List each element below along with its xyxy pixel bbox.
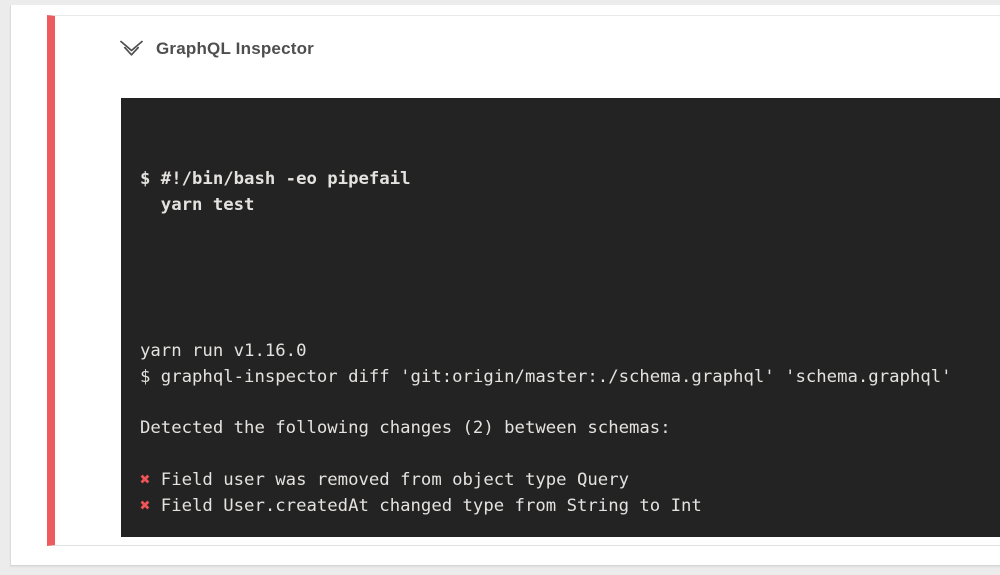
terminal-line: Detected the following changes (2) betwe…	[140, 416, 1000, 442]
terminal-block-spacer	[140, 270, 1000, 287]
terminal-line	[140, 519, 1000, 537]
terminal-line: $ #!/bin/bash -eo pipefail	[140, 167, 1000, 193]
terminal-line: $ graphql-inspector diff 'git:origin/mas…	[140, 365, 1000, 391]
terminal-segment-plain: yarn run v1.16.0	[140, 340, 307, 361]
step-card: GraphQL Inspector $ #!/bin/bash -eo pipe…	[47, 15, 1000, 546]
terminal-segment-plain: yarn test	[140, 194, 255, 215]
job-output-panel: GraphQL Inspector $ #!/bin/bash -eo pipe…	[10, 5, 1000, 566]
terminal-line	[140, 442, 1000, 468]
terminal-line	[140, 390, 1000, 416]
terminal-command-block: $ #!/bin/bash -eo pipefail yarn test	[140, 167, 1000, 219]
terminal-segment-plain: $ graphql-inspector diff 'git:origin/mas…	[140, 366, 952, 387]
terminal-segment-plain: Field user was removed from object type …	[150, 469, 629, 490]
double-chevron-down-icon[interactable]	[119, 39, 144, 59]
terminal-segment-plain: $ #!/bin/bash -eo pipefail	[140, 168, 411, 189]
terminal-line: ✖ Field user was removed from object typ…	[140, 468, 1000, 494]
terminal-segment-cross: ✖	[140, 495, 151, 516]
terminal-segment-cross: ✖	[140, 469, 151, 490]
terminal-line: yarn run v1.16.0	[140, 339, 1000, 365]
terminal-output-block: yarn run v1.16.0 $ graphql-inspector diff…	[140, 339, 1000, 537]
step-header-toggle[interactable]: GraphQL Inspector	[119, 39, 314, 59]
step-title: GraphQL Inspector	[156, 39, 315, 58]
terminal-output: $ #!/bin/bash -eo pipefail yarn test yar…	[121, 98, 1000, 537]
terminal-segment-plain: Field User.createdAt changed type from S…	[150, 495, 702, 516]
terminal-line: yarn test	[140, 193, 1000, 219]
terminal-segment-plain: Detected the following changes (2) betwe…	[140, 418, 671, 439]
terminal-line: ✖ Field User.createdAt changed type from…	[140, 494, 1000, 520]
